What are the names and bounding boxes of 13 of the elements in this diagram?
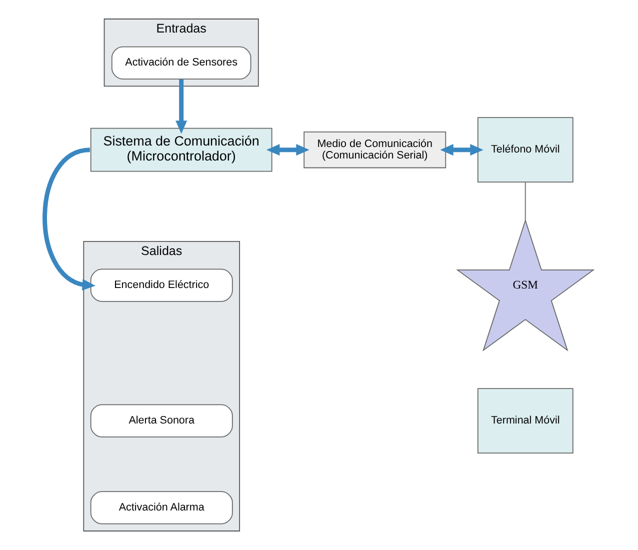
node-box: Teléfono Móvil [477, 117, 574, 183]
node-box: Sistema de Comunicación (Microcontrolador) [90, 128, 272, 172]
node-box: Alerta Sonora [90, 404, 233, 438]
arrow [42, 148, 96, 291]
node-box: Activación Alarma [90, 491, 233, 524]
node-box: Activación de Sensores [111, 46, 252, 80]
arrow [176, 79, 188, 134]
node-box: Encendido Eléctrico [90, 268, 233, 302]
arrow [266, 144, 310, 156]
node-box: Medio de Comunicación (Comunicación Serial) [304, 131, 446, 168]
arrow [440, 144, 484, 156]
connector [524, 182, 526, 220]
node-box: Terminal Móvil [477, 388, 574, 454]
